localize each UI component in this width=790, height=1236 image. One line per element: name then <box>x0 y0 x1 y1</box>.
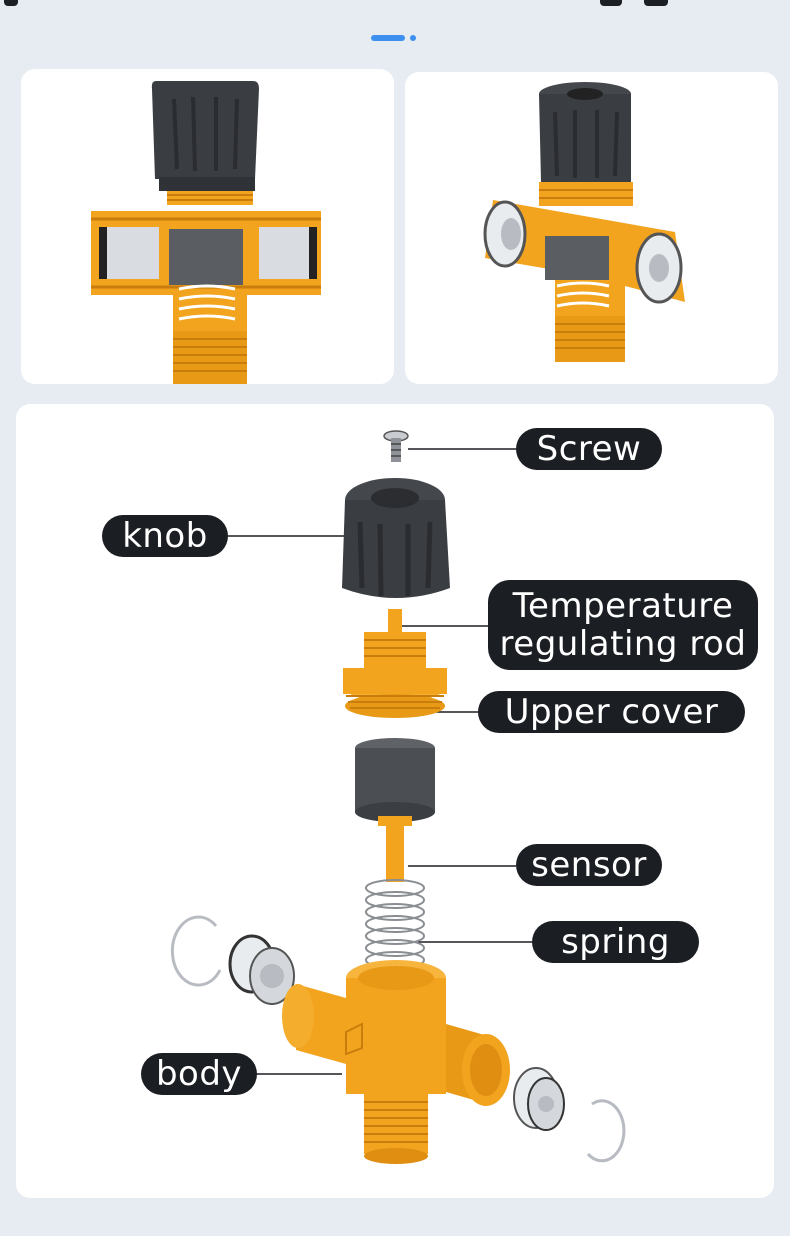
label-screw-text: Screw <box>536 428 642 469</box>
cover-part <box>343 632 447 718</box>
cutaway-perspective-card <box>405 72 778 384</box>
clipped-title <box>0 0 790 10</box>
valve-body-part <box>282 960 510 1164</box>
label-rod-line2: regulating rod <box>499 624 747 664</box>
cutaway-front-card <box>21 69 394 384</box>
leader-lines <box>228 448 532 1075</box>
knob-part <box>342 478 450 598</box>
label-upper-cover-text: Upper cover <box>504 691 719 732</box>
label-sensor-text: sensor <box>531 844 647 885</box>
right-fitting-parts <box>513 1067 626 1163</box>
spring-part <box>365 879 425 969</box>
label-body: body <box>141 1053 257 1095</box>
label-rod-line1: Temperature <box>512 585 734 626</box>
label-body-text: body <box>155 1053 243 1094</box>
cutaway-perspective-illustration <box>483 82 685 362</box>
cutaway-front-illustration <box>91 81 321 384</box>
label-sensor: sensor <box>516 844 662 886</box>
label-spring: spring <box>532 921 699 963</box>
left-fitting-parts <box>170 915 295 1005</box>
label-spring-text: spring <box>561 921 670 962</box>
label-temperature-regulating-rod: Temperature regulating rod <box>488 580 758 670</box>
label-screw: Screw <box>516 428 662 470</box>
rod-part <box>388 609 402 633</box>
label-upper-cover: Upper cover <box>478 691 745 733</box>
exploded-view-illustration <box>170 430 626 1164</box>
screw-part <box>383 430 409 462</box>
label-knob: knob <box>102 515 228 557</box>
sensor-part <box>355 738 435 882</box>
label-knob-text: knob <box>122 515 208 556</box>
